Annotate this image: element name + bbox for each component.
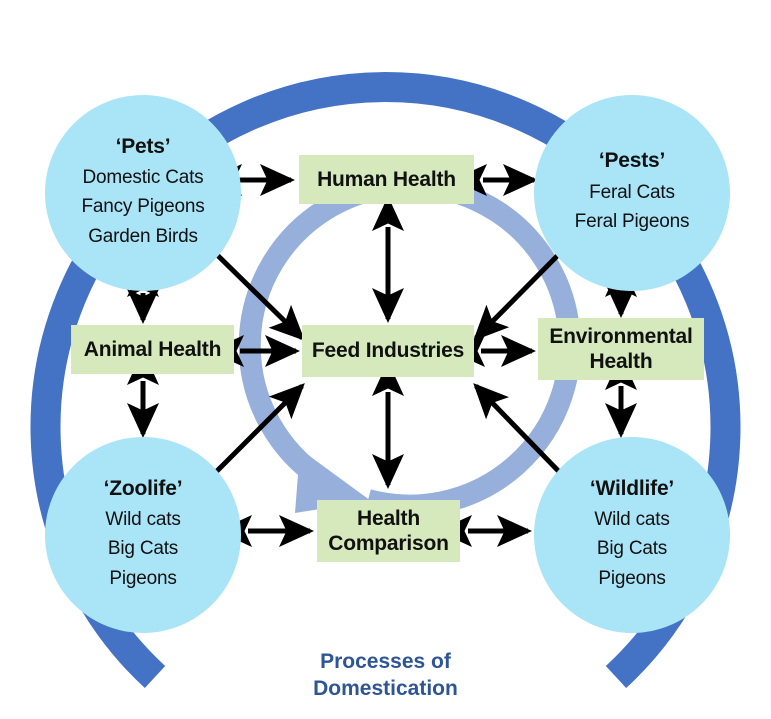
node-box-label: Health Comparison xyxy=(328,506,449,556)
node-box-health-comparison[interactable]: Health Comparison xyxy=(317,500,460,562)
circle-item: Big Cats xyxy=(107,538,179,560)
node-circle-wildlife[interactable]: ‘Wildlife’ Wild cats Big Cats Pigeons xyxy=(534,437,730,633)
circle-item: Pigeons xyxy=(598,567,666,589)
node-circle-zoolife[interactable]: ‘Zoolife’ Wild cats Big Cats Pigeons xyxy=(45,437,241,633)
node-circle-pests[interactable]: ‘Pests’ Feral Cats Feral Pigeons xyxy=(534,95,730,291)
circle-item: Domestic Cats xyxy=(82,166,204,188)
caption-line-2: Domestication xyxy=(313,677,458,701)
circle-title-pets: ‘Pets’ xyxy=(115,134,171,158)
node-box-label: Animal Health xyxy=(83,337,222,361)
node-box-label-line2: Health xyxy=(589,350,653,373)
arrow-pets-feed-industries xyxy=(182,221,305,341)
circle-title-wildlife: ‘Wildlife’ xyxy=(589,476,675,500)
node-box-animal-health[interactable]: Animal Health xyxy=(71,325,234,374)
circle-item: Fancy Pigeons xyxy=(81,196,205,218)
node-box-label-line1: Health xyxy=(357,506,420,530)
node-box-feed-industries[interactable]: Feed Industries xyxy=(302,325,474,377)
arrow-zoolife-feed-industries xyxy=(183,383,305,505)
node-box-label: Human Health xyxy=(317,167,456,191)
node-circle-pets[interactable]: ‘Pets’ Domestic Cats Fancy Pigeons Garde… xyxy=(45,95,241,291)
circle-title-pests: ‘Pests’ xyxy=(598,149,666,173)
circle-item: Wild cats xyxy=(105,508,181,530)
circle-item: Wild cats xyxy=(594,508,670,530)
circle-item: Pigeons xyxy=(109,567,177,589)
node-box-label-line2: Comparison xyxy=(328,532,449,555)
arrow-wildlife-feed-industries xyxy=(473,383,592,506)
circle-item: Garden Birds xyxy=(88,225,198,247)
circle-item: Feral Pigeons xyxy=(574,211,690,233)
node-box-environmental-health[interactable]: Environmental Health xyxy=(538,318,704,380)
circle-item: Big Cats xyxy=(596,538,668,560)
node-box-label: Feed Industries xyxy=(311,339,465,363)
node-box-label-line1: Environmental xyxy=(549,324,693,348)
node-box-human-health[interactable]: Human Health xyxy=(299,155,474,204)
outer-ring-caption: Processes of Domestication xyxy=(0,648,771,703)
arrow-pests-feed-industries xyxy=(473,220,592,341)
node-box-label: Environmental Health xyxy=(549,324,692,374)
outer-ring-domestication xyxy=(30,72,741,689)
caption-line-1: Processes of xyxy=(320,650,451,673)
circle-item: Feral Cats xyxy=(589,181,675,203)
circle-title-zoolife: ‘Zoolife’ xyxy=(103,476,183,500)
